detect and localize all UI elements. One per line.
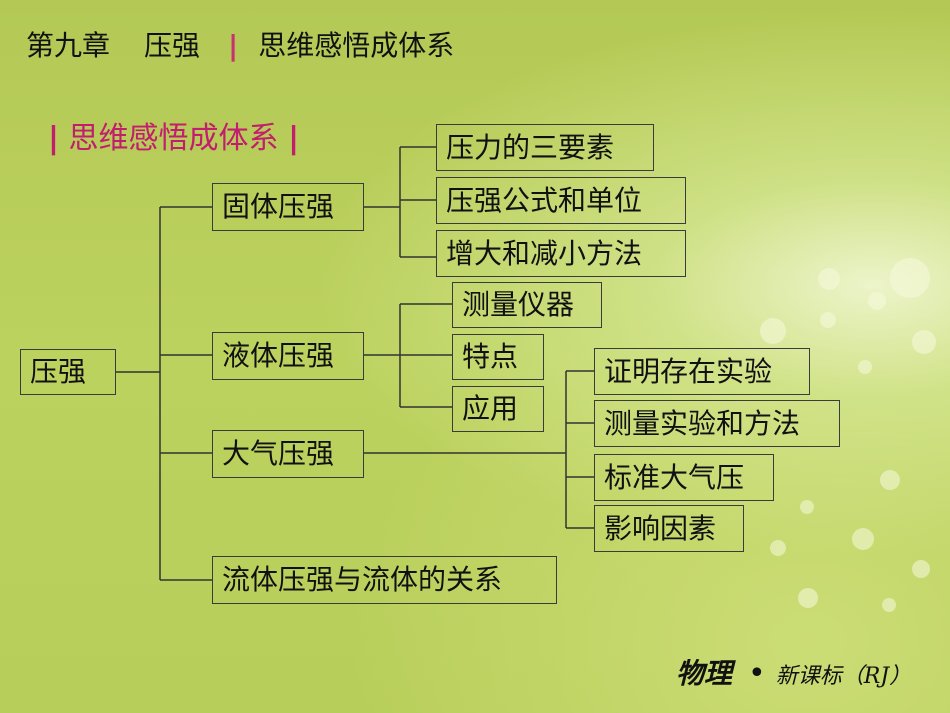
bokeh-dot xyxy=(820,312,836,328)
leaf-label: 应用 xyxy=(462,392,519,425)
footer-bullet: • xyxy=(748,656,766,691)
bokeh-dot xyxy=(868,292,886,310)
leaf-node: 压强公式和单位 xyxy=(436,177,686,224)
leaf-label: 影响因素 xyxy=(604,511,717,545)
bokeh-dot xyxy=(760,318,786,344)
leaf-node: 影响因素 xyxy=(594,505,744,552)
leaf-label: 特点 xyxy=(462,340,519,373)
bokeh-dot xyxy=(852,528,874,550)
bokeh-dot xyxy=(880,470,900,490)
branch-solid-pressure: 固体压强 xyxy=(212,183,364,231)
leaf-node: 压力的三要素 xyxy=(436,124,654,171)
branch-label: 固体压强 xyxy=(222,190,335,223)
root-label: 压强 xyxy=(30,355,87,388)
title-bar-left: | xyxy=(48,121,59,156)
branch-liquid-pressure: 液体压强 xyxy=(212,332,364,380)
bokeh-dot xyxy=(912,560,930,578)
leaf-node: 应用 xyxy=(452,386,544,432)
chapter-label: 第九章 xyxy=(26,29,111,62)
header-separator: | xyxy=(228,29,239,62)
bokeh-dot xyxy=(882,598,896,612)
branch-label: 大气压强 xyxy=(222,437,335,470)
slide-header: 第九章压强 | 思维感悟成体系 xyxy=(26,24,454,64)
branch-atmospheric-pressure: 大气压强 xyxy=(212,430,364,478)
leaf-node: 证明存在实验 xyxy=(594,348,810,395)
section-title-text: 思维感悟成体系 xyxy=(68,121,279,156)
leaf-node: 测量仪器 xyxy=(452,282,602,328)
bokeh-dot xyxy=(858,360,872,374)
branch-label: 流体压强与流体的关系 xyxy=(222,563,503,596)
bokeh-dot xyxy=(770,540,786,556)
slide-footer: 物理 • 新课标（RJ） xyxy=(676,652,911,692)
leaf-label: 压力的三要素 xyxy=(446,130,615,164)
branch-label: 液体压强 xyxy=(222,339,335,372)
bokeh-dot xyxy=(798,588,818,608)
root-node-pressure: 压强 xyxy=(20,349,116,395)
leaf-label: 测量仪器 xyxy=(462,288,575,321)
topic-label: 压强 xyxy=(144,29,201,62)
branch-fluid-pressure: 流体压强与流体的关系 xyxy=(212,556,557,604)
leaf-node: 测量实验和方法 xyxy=(594,400,840,447)
leaf-label: 增大和减小方法 xyxy=(446,236,643,270)
title-bar-right: | xyxy=(288,121,300,156)
leaf-label: 证明存在实验 xyxy=(604,354,773,388)
bokeh-dot xyxy=(818,268,840,290)
leaf-node: 标准大气压 xyxy=(594,454,774,501)
subject-label: 物理 xyxy=(676,657,733,690)
leaf-node: 特点 xyxy=(452,334,544,380)
leaf-node: 增大和减小方法 xyxy=(436,230,686,277)
bokeh-dot xyxy=(890,258,930,298)
edition-label: 新课标（RJ） xyxy=(775,664,912,689)
leaf-label: 测量实验和方法 xyxy=(604,406,801,440)
leaf-label: 压强公式和单位 xyxy=(446,183,643,217)
leaf-label: 标准大气压 xyxy=(604,460,745,494)
section-title: | 思维感悟成体系 | xyxy=(48,113,299,157)
bokeh-dot xyxy=(912,330,936,354)
bokeh-dot xyxy=(800,500,814,514)
header-subtitle: 思维感悟成体系 xyxy=(258,29,455,62)
